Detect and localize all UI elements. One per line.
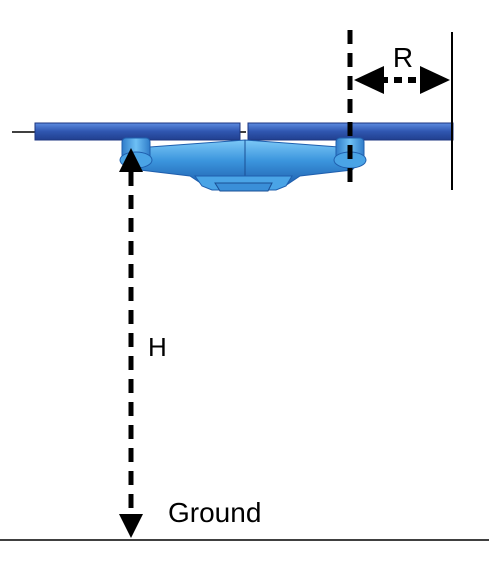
quadcopter-side-view-icon (12, 122, 454, 192)
height-label: H (148, 332, 167, 362)
radius-label: R (393, 42, 413, 73)
height-dimension-arrow (119, 148, 143, 538)
left-rotor-disk (34, 122, 241, 141)
radius-dimension-arrow (354, 66, 450, 94)
ground-label: Ground (168, 497, 261, 528)
